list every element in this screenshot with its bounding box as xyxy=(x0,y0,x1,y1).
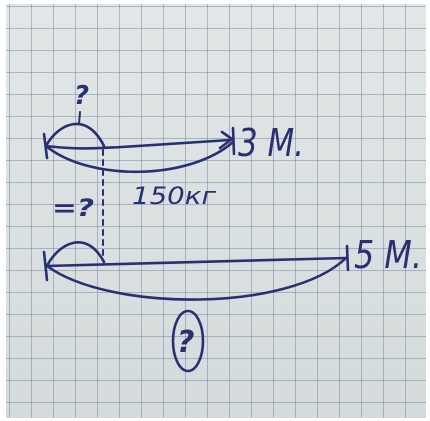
segment-1-arrowhead xyxy=(218,130,234,150)
segment-2-line xyxy=(44,256,348,268)
segment-2-top-arc xyxy=(45,241,106,268)
segment-2-length-label: 5 M. xyxy=(354,233,422,277)
grid-paper xyxy=(6,4,426,418)
segment-2-circle xyxy=(171,309,205,373)
segment-2-bottom-label: ? xyxy=(177,325,194,360)
segment-1-length-label: 3 M. xyxy=(238,121,304,165)
segment-2: 5 M. ? xyxy=(42,233,422,373)
segment-2-tick-right xyxy=(345,244,350,272)
segment-1-bottom-arc xyxy=(44,140,235,174)
segment-1-bottom-label: 150кг xyxy=(132,182,216,210)
equality-mark: =? xyxy=(52,194,94,222)
segment-1-top-pointer xyxy=(78,111,81,125)
segment-2-bottom-arc xyxy=(45,256,348,301)
segment-1: ? 3 M. 150кг xyxy=(42,81,304,210)
segment-1-top-label: ? xyxy=(74,81,89,111)
segment-1-top-arc xyxy=(44,122,106,148)
segment-1-line xyxy=(44,138,232,150)
